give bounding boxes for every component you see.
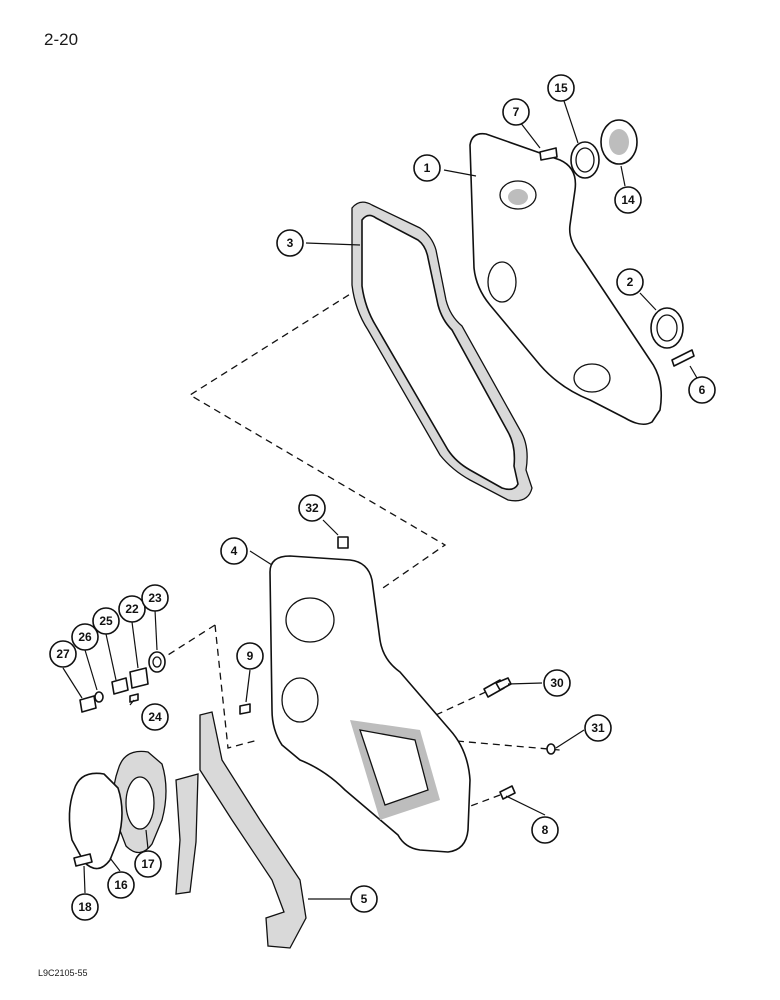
callout-30: 30 (543, 669, 571, 697)
page-number: 2-20 (44, 30, 79, 49)
svg-text:18: 18 (78, 900, 92, 914)
callout-6: 6 (688, 376, 716, 404)
svg-text:14: 14 (621, 193, 635, 207)
callout-8: 8 (531, 816, 559, 844)
part-5-gasket-strip (175, 711, 307, 949)
callout-18: 18 (71, 893, 99, 921)
svg-text:30: 30 (550, 676, 564, 690)
callout-16: 16 (107, 871, 135, 899)
part-9-dowel (239, 703, 251, 715)
part-17-gasket (112, 750, 167, 854)
callout-17: 17 (134, 850, 162, 878)
callout-26: 26 (71, 623, 99, 651)
callout-5: 5 (350, 885, 378, 913)
svg-text:15: 15 (554, 81, 568, 95)
part-27-nut (79, 695, 97, 713)
part-18-capscrew (73, 853, 93, 867)
part-4-gear-housing (269, 555, 471, 853)
figure-code: L9C2105-55 (38, 968, 88, 978)
svg-text:31: 31 (591, 721, 605, 735)
part-16-cover-plate (68, 772, 123, 870)
svg-text:17: 17 (141, 857, 155, 871)
part-23-seal (148, 651, 166, 673)
part-6-capscrew (671, 349, 695, 367)
part-24-screw (129, 693, 139, 703)
part-2-seal (650, 307, 684, 349)
callout-22: 22 (118, 595, 146, 623)
svg-text:7: 7 (513, 105, 520, 119)
part-32-screw (337, 536, 349, 549)
svg-text:16: 16 (114, 878, 128, 892)
callout-15: 15 (547, 74, 575, 102)
part-31-o-ring (546, 743, 556, 755)
callout-23: 23 (141, 584, 169, 612)
svg-text:6: 6 (699, 383, 706, 397)
callout-9: 9 (236, 642, 264, 670)
svg-text:27: 27 (56, 647, 70, 661)
callout-4: 4 (220, 537, 248, 565)
svg-text:26: 26 (78, 630, 92, 644)
callout-14: 14 (614, 186, 642, 214)
svg-text:5: 5 (361, 892, 368, 906)
svg-text:24: 24 (148, 710, 162, 724)
part-7-capscrew (539, 147, 558, 161)
svg-text:3: 3 (287, 236, 294, 250)
svg-text:9: 9 (247, 649, 254, 663)
part-26-washer (94, 691, 104, 703)
svg-text:8: 8 (542, 823, 549, 837)
callout-3: 3 (276, 229, 304, 257)
callout-32: 32 (298, 494, 326, 522)
svg-text:23: 23 (148, 591, 162, 605)
part-3-gasket (351, 201, 533, 502)
svg-text:2: 2 (627, 275, 634, 289)
part-22-housing (129, 667, 149, 689)
callout-25: 25 (92, 607, 120, 635)
callout-27: 27 (49, 640, 77, 668)
callout-31: 31 (584, 714, 612, 742)
svg-text:1: 1 (424, 161, 431, 175)
part-8-capscrew (499, 785, 516, 800)
svg-text:32: 32 (305, 501, 319, 515)
part-15-seal (570, 141, 600, 179)
svg-text:22: 22 (125, 602, 139, 616)
callout-24: 24 (141, 703, 169, 731)
part-1-front-cover (469, 132, 663, 426)
svg-text:25: 25 (99, 614, 113, 628)
callout-2: 2 (616, 268, 644, 296)
callout-7: 7 (502, 98, 530, 126)
svg-text:4: 4 (231, 544, 238, 558)
part-25-fitting (111, 677, 129, 695)
leader-lines (62, 97, 698, 900)
part-14-flange (600, 119, 638, 165)
callout-1: 1 (413, 154, 441, 182)
part-30-capscrew (483, 677, 512, 698)
